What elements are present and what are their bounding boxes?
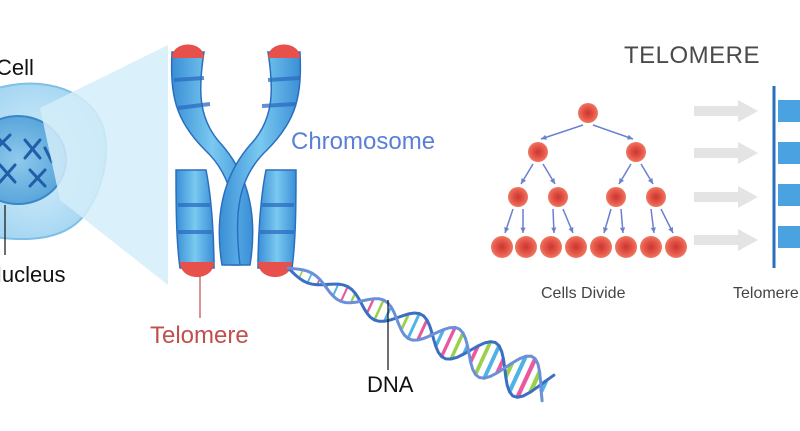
- division-arrowhead: [520, 227, 526, 233]
- telomere-caps: [172, 44, 300, 277]
- cell-dot: [491, 236, 513, 258]
- cell-dot: [590, 236, 612, 258]
- zoom-funnel: [40, 45, 168, 285]
- division-arrowhead: [627, 134, 633, 140]
- cell-label: Cell: [0, 55, 34, 80]
- division-arrowhead: [504, 227, 510, 233]
- base-pair: [306, 272, 313, 284]
- base-pair: [528, 371, 542, 393]
- right-arrow-icon: [738, 229, 758, 251]
- base-pair: [399, 313, 411, 331]
- base-pair: [416, 319, 429, 341]
- division-arrowhead: [650, 227, 656, 233]
- division-arrowhead: [521, 178, 527, 184]
- right-arrow-icon: [694, 148, 738, 158]
- cell-dot: [646, 187, 666, 207]
- right-arrow-icon: [694, 235, 738, 245]
- cell-dot: [626, 142, 646, 162]
- right-arrow-icon: [694, 106, 738, 116]
- base-pair: [365, 298, 375, 314]
- cell-dot: [508, 187, 528, 207]
- chromosome-illustration: [170, 44, 302, 277]
- telomere-short-label: Telomere: [733, 285, 799, 302]
- division-arrowhead: [549, 178, 555, 184]
- cell-dot: [615, 236, 637, 258]
- cell-dot: [640, 236, 662, 258]
- division-arrowhead: [647, 178, 653, 184]
- base-pair: [434, 328, 446, 348]
- nucleus-label: Nucleus: [0, 262, 66, 287]
- cell-dot: [515, 236, 537, 258]
- cell-dot: [548, 187, 568, 207]
- dna-helix: [286, 266, 556, 403]
- telomere-label: Telomere: [150, 322, 249, 349]
- base-pair: [515, 357, 538, 399]
- base-pair: [468, 345, 480, 363]
- cell-dot: [665, 236, 687, 258]
- division-arrowhead: [551, 227, 557, 233]
- division-arrow: [592, 124, 634, 140]
- base-pair: [473, 340, 493, 376]
- base-pair: [482, 345, 501, 379]
- cell-dot: [565, 236, 587, 258]
- cell-dot: [606, 187, 626, 207]
- cell-dot: [540, 236, 562, 258]
- title-label: TELOMERE: [624, 42, 761, 69]
- chromosome-label: Chromosome: [291, 128, 436, 155]
- division-arrowhead: [541, 134, 547, 140]
- division-arrowhead: [568, 227, 574, 233]
- base-pair: [440, 326, 457, 358]
- cell-division-tree: [491, 103, 687, 258]
- base-pair: [449, 332, 465, 360]
- base-pair: [406, 312, 421, 340]
- dna-label: DNA: [367, 372, 414, 397]
- cells-divide-label: Cells Divide: [541, 285, 626, 302]
- division-arrowhead: [619, 178, 625, 184]
- cell-dot: [578, 103, 598, 123]
- base-pair: [339, 286, 349, 302]
- right-arrow-icon: [738, 142, 758, 164]
- base-pair: [373, 299, 385, 321]
- telomere-strip: [772, 86, 800, 268]
- division-arrowhead: [619, 227, 626, 233]
- right-arrow-icon: [738, 100, 758, 122]
- cell-dot: [528, 142, 548, 162]
- dna-strand: [286, 266, 544, 403]
- division-arrowhead: [668, 227, 673, 233]
- division-arrowhead: [603, 227, 609, 233]
- base-pair: [332, 283, 340, 297]
- division-arrow: [540, 124, 584, 140]
- gray-arrows: [694, 100, 758, 251]
- right-arrow-icon: [738, 186, 758, 208]
- base-pair: [507, 355, 528, 393]
- right-arrow-icon: [694, 192, 738, 202]
